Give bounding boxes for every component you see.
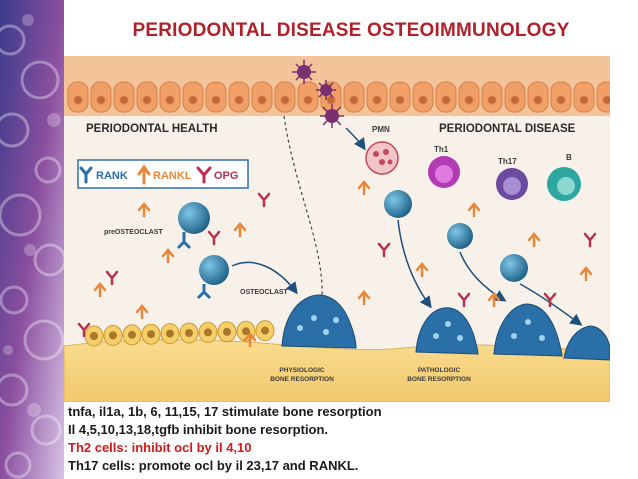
epithelial-nucleus: [166, 96, 174, 104]
disease-preosteoclast-3: [500, 254, 528, 282]
osteoblast-nucleus: [185, 329, 193, 337]
epithelial-nucleus: [74, 96, 82, 104]
epithelial-nucleus: [189, 96, 197, 104]
epithelial-nucleus: [442, 96, 450, 104]
epithelial-nucleus: [97, 96, 105, 104]
label-pmn: PMN: [372, 125, 390, 134]
epithelial-nucleus: [327, 96, 335, 104]
osteoblast-nucleus: [109, 331, 117, 339]
label-th17: Th17: [498, 157, 517, 166]
decorative-side-strip: [0, 0, 64, 479]
osteoimmunology-diagram: PERIODONTAL HEALTH PERIODONTAL DISEASE R…: [64, 56, 610, 402]
bacterium-icon-3: [320, 104, 344, 128]
epithelium: [64, 56, 610, 116]
label-periodontal-health: PERIODONTAL HEALTH: [86, 123, 218, 135]
bacterium-icon-2: [316, 80, 336, 100]
label-th1: Th1: [434, 145, 449, 154]
legend: RANK RANKL OPG: [78, 160, 248, 188]
epithelial-nucleus: [304, 96, 312, 104]
epithelial-nucleus: [212, 96, 220, 104]
legend-rank: RANK: [96, 170, 128, 182]
osteoblast-nucleus: [204, 328, 212, 336]
label-pathologic: PATHOLOGIC: [418, 367, 461, 374]
label-periodontal-disease: PERIODONTAL DISEASE: [439, 123, 576, 135]
epithelial-nucleus: [396, 96, 404, 104]
epithelial-nucleus: [534, 96, 542, 104]
osteoblast-nucleus: [261, 327, 269, 335]
epithelial-nucleus: [488, 96, 496, 104]
epithelial-nucleus: [281, 96, 289, 104]
osteoblast-nucleus: [166, 330, 174, 338]
th1-cell: [428, 156, 460, 188]
epithelial-nucleus: [143, 96, 151, 104]
notes-block: tnfa, il1a, 1b, 6, 11,15, 17 stimulate b…: [68, 403, 628, 475]
osteoblast-nucleus: [90, 332, 98, 340]
label-pathologic-bone-resorption: BONE RESORPTION: [407, 376, 471, 383]
osteoblast-nucleus: [128, 331, 136, 339]
note-inhibit: Il 4,5,10,13,18,tgfb inhibit bone resorp…: [68, 421, 628, 439]
epithelial-nucleus: [580, 96, 588, 104]
label-preosteoclast: preOSTEOCLAST: [104, 229, 163, 236]
b-cell: [547, 167, 581, 201]
epithelial-nucleus: [511, 96, 519, 104]
osteoblast-nucleus: [147, 330, 155, 338]
note-th2: Th2 cells: inhibit ocl by il 4,10: [68, 439, 628, 457]
osteoblast-nucleus: [223, 328, 231, 336]
legend-rankl: RANKL: [153, 170, 192, 182]
th17-cell: [496, 168, 528, 200]
label-b: B: [566, 153, 572, 162]
epithelial-nucleus: [603, 96, 610, 104]
note-th17: Th17 cells: promote ocl by il 23,17 and …: [68, 457, 628, 475]
label-osteoclast: OSTEOCLAST: [240, 289, 289, 296]
epithelial-nucleus: [350, 96, 358, 104]
epithelial-nucleus: [235, 96, 243, 104]
note-stimulate: tnfa, il1a, 1b, 6, 11,15, 17 stimulate b…: [68, 403, 628, 421]
label-physiologic: PHYSIOLOGIC: [279, 367, 324, 374]
pmn-cell: [366, 142, 398, 174]
page-title: PERIODONTAL DISEASE OSTEOIMMUNOLOGY: [64, 20, 638, 42]
disease-preosteoclast-1: [384, 190, 412, 218]
epithelial-nucleus: [557, 96, 565, 104]
label-physiologic-bone-resorption: BONE RESORPTION: [270, 376, 334, 383]
epithelial-nucleus: [373, 96, 381, 104]
epithelial-nucleus: [258, 96, 266, 104]
epithelial-nucleus: [465, 96, 473, 104]
epithelial-nucleus: [419, 96, 427, 104]
epithelial-nucleus: [120, 96, 128, 104]
legend-opg: OPG: [214, 170, 238, 182]
disease-preosteoclast-2: [447, 223, 473, 249]
